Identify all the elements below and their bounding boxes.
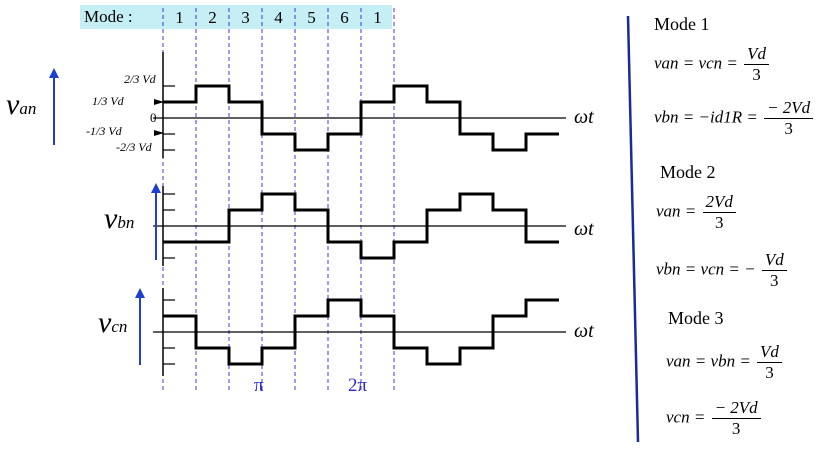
vcn-label: vcn (98, 306, 128, 339)
mode2-title: Mode 2 (660, 162, 716, 182)
level-two-thirds-label: 2/3 Vd (124, 72, 156, 86)
panel-divider (626, 15, 640, 443)
van-arrowhead (49, 68, 59, 78)
level-neg-two-thirds-label: -2/3 Vd (116, 140, 152, 154)
mode-boundary-lines (162, 8, 395, 392)
van-label: van (6, 88, 37, 121)
mode-header (80, 5, 392, 29)
mode-number: 1 (373, 8, 382, 27)
omega-t-label-van: ωt (574, 106, 594, 128)
vbn-arrowhead (151, 183, 161, 193)
mode-header-label: Mode : (84, 7, 133, 26)
vbn-waveform (163, 192, 559, 260)
level-zero-label: 0 (150, 110, 157, 125)
mode-number: 6 (340, 8, 349, 27)
mode-number: 2 (208, 8, 217, 27)
level-neg-one-third-pointer (154, 130, 164, 136)
level-one-third-pointer (154, 99, 164, 105)
vbn-label: vbn (104, 202, 135, 235)
level-one-third-label: 1/3 Vd (92, 94, 124, 108)
omega-t-label-vbn: ωt (574, 218, 594, 240)
mode-number: 1 (175, 8, 184, 27)
pi-label: π (254, 375, 264, 396)
two-pi-label: 2π (348, 375, 368, 396)
vcn-arrowhead (135, 288, 145, 298)
mode-numbers: 1 2 3 4 5 6 1 (175, 8, 382, 27)
mode1-title: Mode 1 (654, 14, 710, 34)
level-neg-one-third-label: -1/3 Vd (86, 124, 122, 138)
mode-number: 4 (274, 8, 283, 27)
mode-number: 5 (307, 8, 316, 27)
mode3-title: Mode 3 (668, 308, 724, 328)
omega-t-label-vcn: ωt (574, 320, 594, 342)
van-waveform (163, 84, 559, 152)
mode-number: 3 (241, 8, 250, 27)
waveforms (163, 84, 559, 366)
vcn-waveform (163, 298, 559, 366)
